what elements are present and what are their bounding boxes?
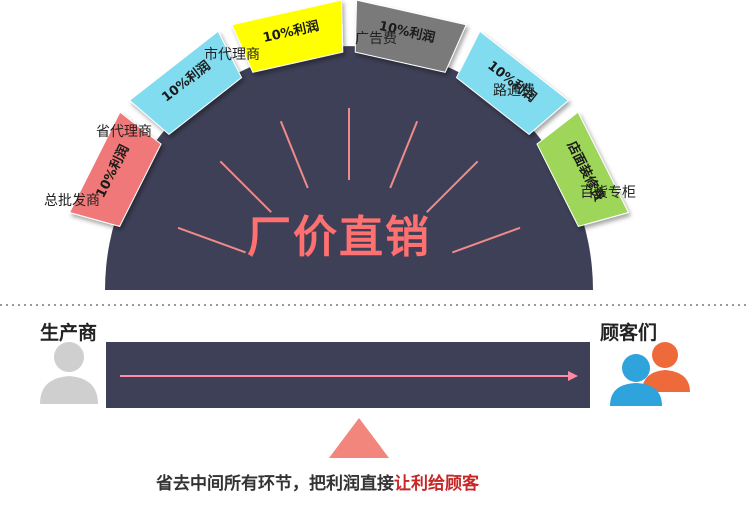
producer-label: 生产商: [40, 322, 98, 344]
bottom-caption: 省去中间所有环节，把利润直接让利给顾客: [156, 469, 479, 494]
label-city-agent: 市代理商: [204, 47, 260, 63]
caption-normal: 省去中间所有环节，把利润直接: [156, 474, 394, 494]
center-title: 厂价直销: [247, 212, 431, 263]
fulcrum-triangle: [329, 418, 389, 458]
direct-arrow-head: [568, 371, 578, 381]
label-channel-fee: 路通费: [493, 83, 535, 99]
dome-ray: [279, 120, 309, 189]
person-icon: [40, 342, 98, 404]
label-wholesaler: 总批发商: [44, 193, 100, 209]
segment-block: [231, 0, 344, 73]
caption-highlight: 让利给顾客: [394, 474, 479, 494]
label-department-store: 百货专柜: [580, 185, 636, 201]
segment-block: [68, 111, 162, 227]
dome-ray: [177, 226, 246, 254]
dome-ray: [219, 160, 272, 213]
label-provincial-agent: 省代理商: [96, 124, 152, 140]
segment-block: [128, 30, 243, 136]
dome-rays: [177, 108, 521, 254]
customers-label: 顾客们: [600, 322, 658, 344]
dome-ray: [452, 226, 521, 254]
dome-ray: [426, 160, 479, 213]
segment-block: [455, 30, 570, 136]
dome-ray: [389, 120, 419, 189]
people-icon: [610, 342, 690, 406]
segment-block: [354, 0, 467, 73]
segment-block: [536, 111, 630, 227]
label-advertising: 广告费: [355, 31, 397, 47]
